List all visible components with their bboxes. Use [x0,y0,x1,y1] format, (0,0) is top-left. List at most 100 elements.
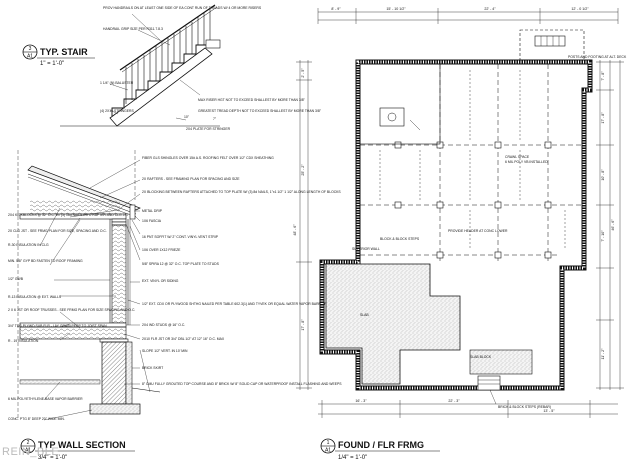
wall-note-l3: R-30 INSULATION IN CLG [8,243,49,247]
wall-note-l10: 6 MIL POLYETHYLENE BASE VAPOR BARRIER [8,397,83,401]
wall-section-detail: FIBER GLS SHINGLES OVER 15# A.S. ROOFING… [8,150,342,461]
plan-bottom-dim-3: 13' - 5" [543,409,555,413]
stair-title-block: 3 A1 TYP. STAIR 1" = 1'-0" [22,44,95,67]
wall-note-l2: 2X CLG JST - SEE FRMG PLAN FOR SIZE, SPA… [8,229,107,233]
stair-balusters [125,9,211,104]
wall-note-r15: 8" CMU FULLY GROUTED TOP COURSE AND 8" B… [142,382,342,386]
plan-label-poly-vb: 6 MIL POLY VB INSTALLED [505,160,548,164]
plan-label-block-steps: BLOCK & BLOCK STEPS [380,237,420,241]
deck-outline [519,29,585,65]
plan-left-dim-1: 2' - 5" [301,68,305,78]
footing [89,403,141,415]
ceiling-insulation [30,200,120,214]
wall-note-l7: 2 X 6 JST OR ROOF TRUSSES - SEE FRMG PLA… [8,308,135,312]
wall-note-l8: 3/4" T&G PLYWD SUB FLR - LAY GRAIN PERP … [8,324,107,328]
plan-top-dim-2: 15' - 10 1/2" [386,7,406,11]
plan-title-block: 1 A1 FOUND / FLR FRMG 1/4" = 1'-0" [320,438,440,461]
fascia [129,204,136,220]
stair-note-1: PROV HANDRAILS ON AT LEAST ONE SIDE OF E… [103,6,262,10]
plan-room-upper-left [359,63,441,145]
plan-top-dim-4: 12' - 0 1/2" [571,7,589,11]
wall-note-r4: METAL DRIP [142,209,163,213]
wall-note-l11: CONC. PTG 8" DEEP 20" WIDE MIN. [8,417,65,421]
stair-detail: PROV HANDRAILS ON AT LEAST ONE SIDE OF E… [22,4,322,131]
wall-note-r10: 1/2" EXT. CDX OR PLYWOOD SHTHG NAILED PE… [142,302,327,306]
stair-label-stringers: (4) 2X12 STRINGERS [100,109,134,113]
stair-detail-title: TYP. STAIR [40,47,88,57]
plan-bottom-dim-2: 22' - 3" [448,399,460,403]
stair-note-4: GREATEST TREAD DEPTH NOT TO EXCEED SHALL… [198,109,322,113]
plan-label-slab: SLAB [360,313,369,317]
plan-label-crawl-space: CRAWL SPACE [505,155,530,159]
stair-sheet-ref: A1 [27,54,33,60]
wall-note-r2: 2X RAFTERS - SEE FRAMING PLAN FOR SPACIN… [142,177,240,181]
stair-handrail [119,4,216,71]
plan-left-dim-4: 48' - 6" [293,224,297,236]
wall-note-l9: R - 19 INSULATION [8,339,39,343]
plan-number: 1 [327,440,330,446]
wall-note-r11: 2X4 WD STUDS @ 16" O.C. [142,323,185,327]
plan-right-dim-3: 10' - 8" [601,169,605,181]
wall-section-number: 2 [27,440,30,446]
plan-right-dimensions [596,60,624,390]
deck-stair [534,35,566,47]
plan-label-superior-wall: SUPERIOR WALL [352,247,380,251]
wall-note-r7: 1X6 OVER 1X12 FRIEZE [142,248,181,252]
wall-note-r1: FIBER GLS SHINGLES OVER 15# A.S. ROOFING… [142,156,274,160]
plan-top-dimensions [317,8,619,24]
plan-top-dim-3: 22' - 4" [484,7,496,11]
wall-section-scale: 3/4" = 1'-0" [38,455,67,461]
plan-porch [469,349,533,375]
wall-note-r13: SLOPE 1/2" VERT. IN 10' MIN [142,349,188,353]
wall-note-r9: EXT. VINYL OR SIDING [142,279,179,283]
wall-note-r12: 2X10 FLR JST OR 3/4" DBL 1/2" AT 12" 16"… [142,337,225,341]
wall-note-r5: 1X6 FASCIA [142,219,162,223]
plan-block-steps [477,375,501,391]
plan-label-header: PROVIDE HEADER AT CONC LOWER [448,229,508,233]
plan-bottom-dim-1: 16' - 3" [355,399,367,403]
wall-note-l4: MIN. 5/8" GYP BD FASTEN TO ROOF FRAMING [8,259,83,263]
stair-label-tread: 10" [184,115,190,119]
wall-note-l5: 1/2" GWB [8,277,24,281]
plan-right-dim-2: 17' - 8" [601,112,605,124]
plan-label-brick-steps: BRICK & BLOCK STEPS (REBAR) [498,405,551,409]
roof-slope [27,165,141,211]
stair-note-5: 2X4 PLATE FOR STRINGER [186,127,231,131]
stair-stringer [109,47,213,127]
stair-detail-number: 3 [29,46,32,52]
wall-note-r3: 2X BLOCKING BETWEEN RAFTERS ATTACHED TO … [142,190,341,194]
stair-note-3: MAX RISER HGT NOT TO EXCEED SHALLEST BY … [198,98,306,102]
wall-section-title-block: 2 A1 TYP WALL SECTION 3/4" = 1'-0" [20,438,135,461]
foundation-plan: 8' - 9" 15' - 10 1/2" 22' - 4" 12' - 0 1… [293,7,627,461]
plan-right-dim-1: 7' - 8" [601,71,605,81]
plan-label-slab-block: SLAB BLOCK [470,355,492,359]
plan-bottom-dimensions [318,400,618,418]
plan-right-dim-5: 11' - 2" [601,348,605,360]
plan-slab [325,263,461,385]
wall-section-title: TYP WALL SECTION [38,440,126,450]
plan-right-dim-6: 46' - 6" [611,219,615,231]
stair-label-baluster: 1 1/4" (N) BALUSTER [100,81,134,85]
plan-title: FOUND / FLR FRMG [338,440,424,450]
wall-section-sheet-ref: A1 [25,448,31,454]
wall-note-r8: 5/8" SPIRA 12 @ 32" O.C. TOP PLATE TO ST… [142,262,220,266]
wall-note-l6: R-13 INSULATION @ EXT. WALLS [8,295,62,299]
wall-note-r14: BRICK SKIRT [142,366,163,370]
plan-left-dim-3: 17' - 8" [301,319,305,331]
stair-label-riser: 7" [213,117,217,121]
plan-right-dim-4: 7' - 10" [601,230,605,242]
floor-joist [19,326,127,340]
watermark: REIN_BLE [2,446,60,458]
plan-label-deck-posts: POSTS AND FOOTING AT ALT. DECK [568,55,627,59]
plan-piers [394,141,552,259]
wall-note-r6: 16 PNT SOFFIT W/ 2" CONT. VINYL VENT STR… [142,235,219,239]
plan-scale: 1/4" = 1'-0" [338,455,367,461]
stair-detail-scale: 1" = 1'-0" [40,61,64,67]
stair-note-2: HANDRAIL GRIP SIZE PER R311.7.8.3 [103,27,163,31]
plan-top-dim-1: 8' - 9" [331,7,341,11]
stair-steps [111,44,206,116]
cmu-foundation-wall [101,341,127,405]
plan-left-dimensions [296,60,312,390]
wall-note-l1: 2X4 KICKBLOCKS @ 32" O.C. W/ (3) 16d NAI… [8,213,129,217]
